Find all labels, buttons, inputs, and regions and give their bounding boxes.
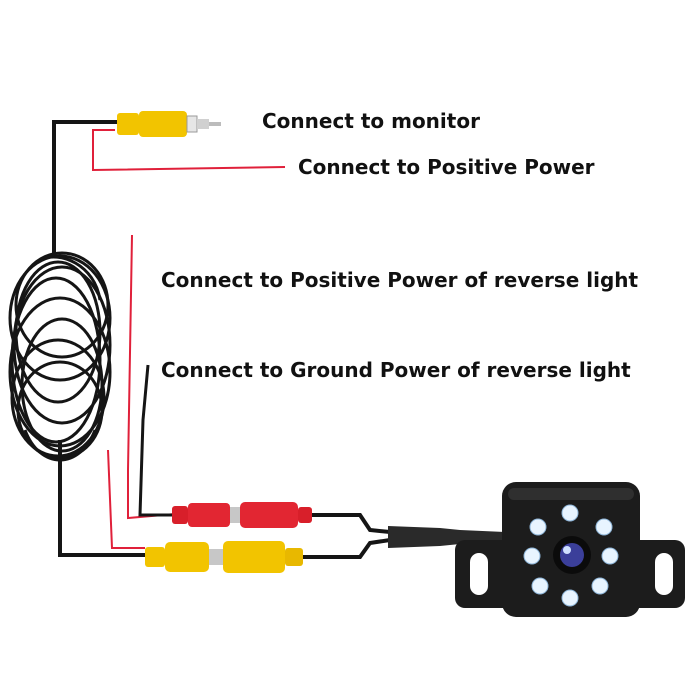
backup-camera-icon	[455, 482, 685, 617]
top-red-wire	[92, 129, 286, 172]
rca-plug-icon	[145, 541, 303, 573]
label-reverse-positive: Connect to Positive Power of reverse lig…	[161, 268, 639, 292]
bottom-black-wire	[58, 440, 145, 557]
label-connect-monitor: Connect to monitor	[262, 109, 480, 133]
label-connect-positive-power: Connect to Positive Power	[298, 155, 595, 179]
top-black-wire	[52, 120, 118, 255]
connector-wire-upper	[312, 513, 391, 534]
reverse-ground-wire	[138, 364, 175, 517]
coiled-cable-icon	[8, 251, 112, 462]
connector-wire-lower	[303, 538, 391, 559]
bottom-red-wire	[107, 449, 145, 549]
power-connector-icon	[172, 502, 312, 528]
rca-plug-icon	[117, 111, 221, 137]
label-reverse-ground: Connect to Ground Power of reverse light	[161, 358, 631, 382]
